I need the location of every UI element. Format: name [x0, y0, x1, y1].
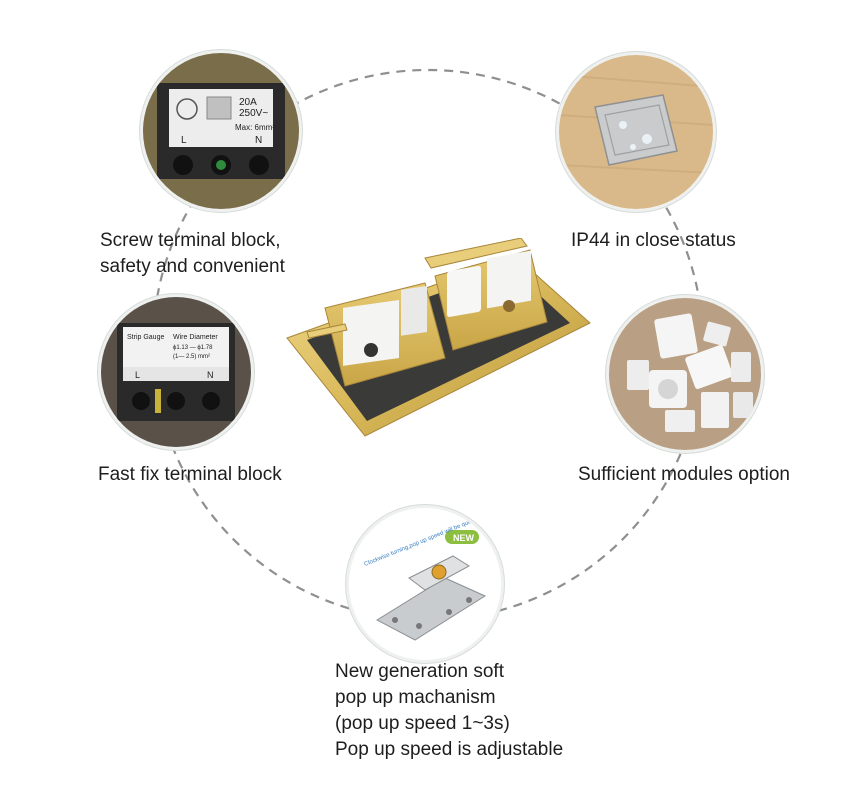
- floor-box-product: [285, 237, 595, 438]
- live-mark: L: [181, 135, 187, 146]
- wire-range-text: (1— 2.5) mm²: [173, 354, 210, 360]
- terminal-block-caption: Screw terminal block, safety and conveni…: [100, 228, 285, 280]
- strip-gauge-text: Strip Gauge: [127, 334, 164, 341]
- caption-line: IP44 in close status: [571, 230, 736, 251]
- caption-line: safety and convenient: [100, 256, 285, 277]
- rating-text: 250V~: [239, 108, 268, 119]
- ip44-lid-photo: [556, 52, 716, 212]
- caption-line: Fast fix terminal block: [98, 464, 282, 485]
- neutral-mark: N: [207, 370, 214, 380]
- fast-fix-terminal-photo: Strip Gauge Wire Diameter ϕ1.13 — ϕ1.78 …: [98, 294, 254, 450]
- mechanism-photo: NEW Clockwise turning,pop up speed will …: [346, 505, 504, 663]
- ip44-caption: IP44 in close status: [571, 228, 736, 254]
- wire-diameter-text: Wire Diameter: [173, 334, 218, 341]
- live-mark: L: [135, 370, 140, 380]
- wire-range-text: ϕ1.13 — ϕ1.78: [173, 345, 213, 351]
- modules-caption: Sufficient modules option: [578, 462, 790, 488]
- rating-text: 20A: [239, 97, 257, 108]
- neutral-mark: N: [255, 135, 262, 146]
- terminal-block-photo: 20A 250V~ Max: 6mm² L N: [140, 50, 302, 212]
- modules-photo: [606, 295, 764, 453]
- caption-line: (pop up speed 1~3s): [335, 713, 510, 734]
- caption-line: Sufficient modules option: [578, 464, 790, 485]
- mechanism-caption: New generation soft pop up machanism (po…: [335, 659, 563, 763]
- caption-line: Screw terminal block,: [100, 230, 281, 251]
- fast-fix-caption: Fast fix terminal block: [98, 462, 282, 488]
- caption-line: Pop up speed is adjustable: [335, 739, 564, 760]
- rating-text: Max: 6mm²: [235, 123, 275, 132]
- caption-line: New generation soft: [335, 661, 504, 682]
- caption-line: pop up machanism: [335, 687, 496, 708]
- new-badge: NEW: [453, 533, 475, 543]
